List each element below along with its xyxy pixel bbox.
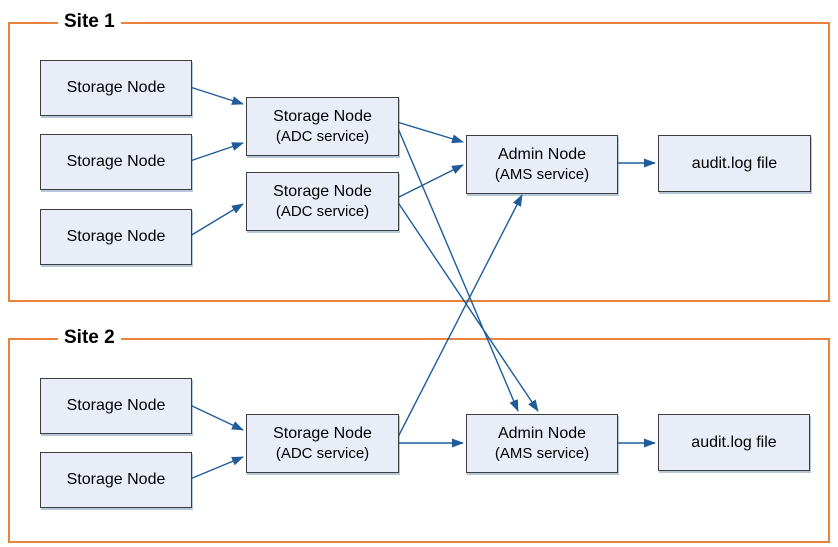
node-label: Storage Node (66, 228, 166, 245)
arrow-s1-storage3-to-s1-adc2 (189, 203, 244, 237)
site1-storage-node-3: Storage Node (40, 209, 192, 265)
node-label: Storage Node (66, 153, 166, 170)
node-sublabel: (ADC service) (275, 445, 370, 462)
node-sublabel: (AMS service) (494, 166, 590, 183)
node-sublabel: (ADC service) (275, 203, 370, 220)
node-label: Storage Node (66, 471, 166, 488)
site1-audit-log-file: audit.log file (658, 135, 811, 192)
site2-adc-node-1: Storage Node (ADC service) (246, 414, 399, 473)
arrow-s1-adc2-to-s2-admin (396, 200, 539, 412)
node-label: Storage Node (273, 108, 372, 125)
arrow-s2-storage1-to-s2-adc (189, 404, 244, 431)
node-label: Storage Node (273, 183, 372, 200)
site2-storage-node-2: Storage Node (40, 452, 192, 508)
node-label: Storage Node (273, 425, 372, 442)
arrow-s1-storage1-to-s1-adc1 (189, 86, 244, 105)
site1-storage-node-1: Storage Node (40, 60, 192, 116)
site1-adc-node-1: Storage Node (ADC service) (246, 97, 399, 156)
arrow-s1-storage2-to-s1-adc1 (189, 142, 244, 162)
site2-boundary (8, 338, 830, 543)
node-sublabel: (ADC service) (275, 128, 370, 145)
site2-audit-log-file: audit.log file (658, 414, 810, 471)
site1-label: Site 1 (58, 11, 121, 33)
node-label: Admin Node (497, 425, 587, 442)
arrow-s2-adc-to-s1-admin (396, 194, 523, 440)
site1-boundary (8, 22, 830, 302)
arrow-s2-storage2-to-s2-adc (189, 456, 244, 480)
site1-adc-node-2: Storage Node (ADC service) (246, 172, 399, 231)
site1-admin-node: Admin Node (AMS service) (466, 135, 618, 194)
arrow-s1-adc2-to-s1-admin (396, 164, 464, 199)
node-label: audit.log file (691, 154, 778, 172)
node-label: Admin Node (497, 146, 587, 163)
node-label: Storage Node (66, 79, 166, 96)
site2-storage-node-1: Storage Node (40, 378, 192, 434)
site2-admin-node: Admin Node (AMS service) (466, 414, 618, 473)
site2-label: Site 2 (58, 327, 121, 349)
arrow-s1-adc1-to-s2-admin (396, 125, 519, 412)
node-label: Storage Node (66, 397, 166, 414)
node-sublabel: (AMS service) (494, 445, 590, 462)
site1-storage-node-2: Storage Node (40, 134, 192, 190)
arrow-s1-adc1-to-s1-admin (396, 121, 464, 144)
node-label: audit.log file (691, 433, 777, 451)
